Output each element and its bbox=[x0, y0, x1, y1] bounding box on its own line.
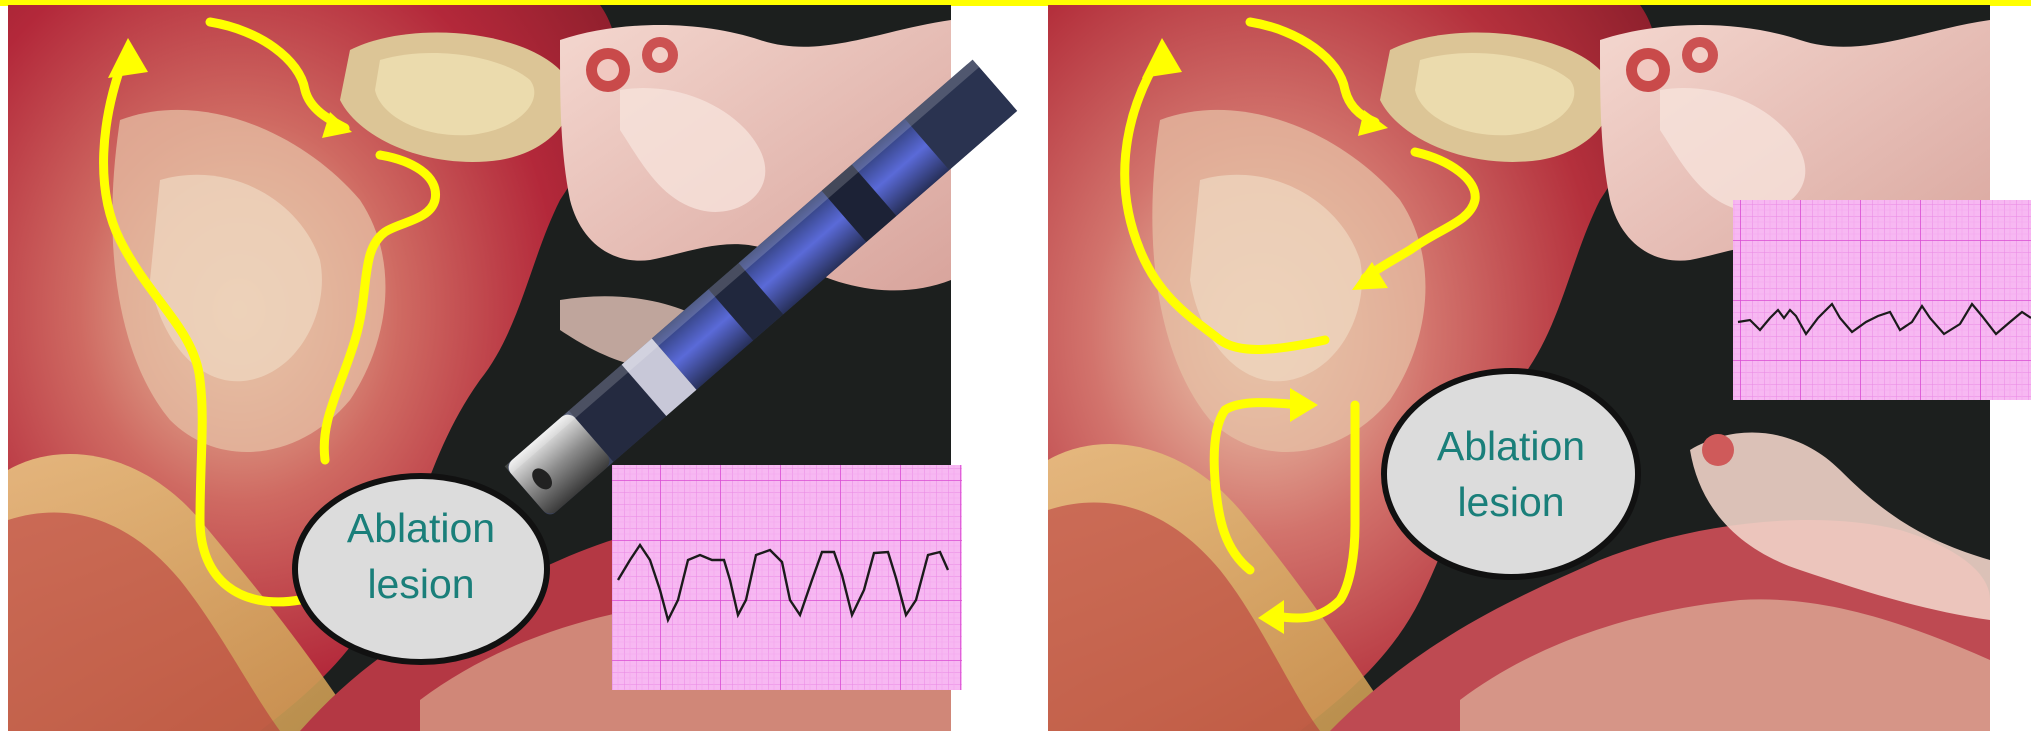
ecg-strip-icon bbox=[612, 465, 962, 690]
right-ecg-strip bbox=[1733, 200, 2031, 400]
left-lesion-label: Ablation lesion bbox=[321, 500, 521, 612]
right-lesion-label-line1: Ablation bbox=[1411, 418, 1611, 474]
left-lesion-label-line2: lesion bbox=[321, 556, 521, 612]
right-lesion-label-line2: lesion bbox=[1411, 474, 1611, 530]
ecg-strip-icon bbox=[1733, 200, 2031, 400]
left-ecg-strip bbox=[612, 465, 962, 690]
left-lesion-label-line1: Ablation bbox=[321, 500, 521, 556]
right-lesion-label: Ablation lesion bbox=[1411, 418, 1611, 530]
